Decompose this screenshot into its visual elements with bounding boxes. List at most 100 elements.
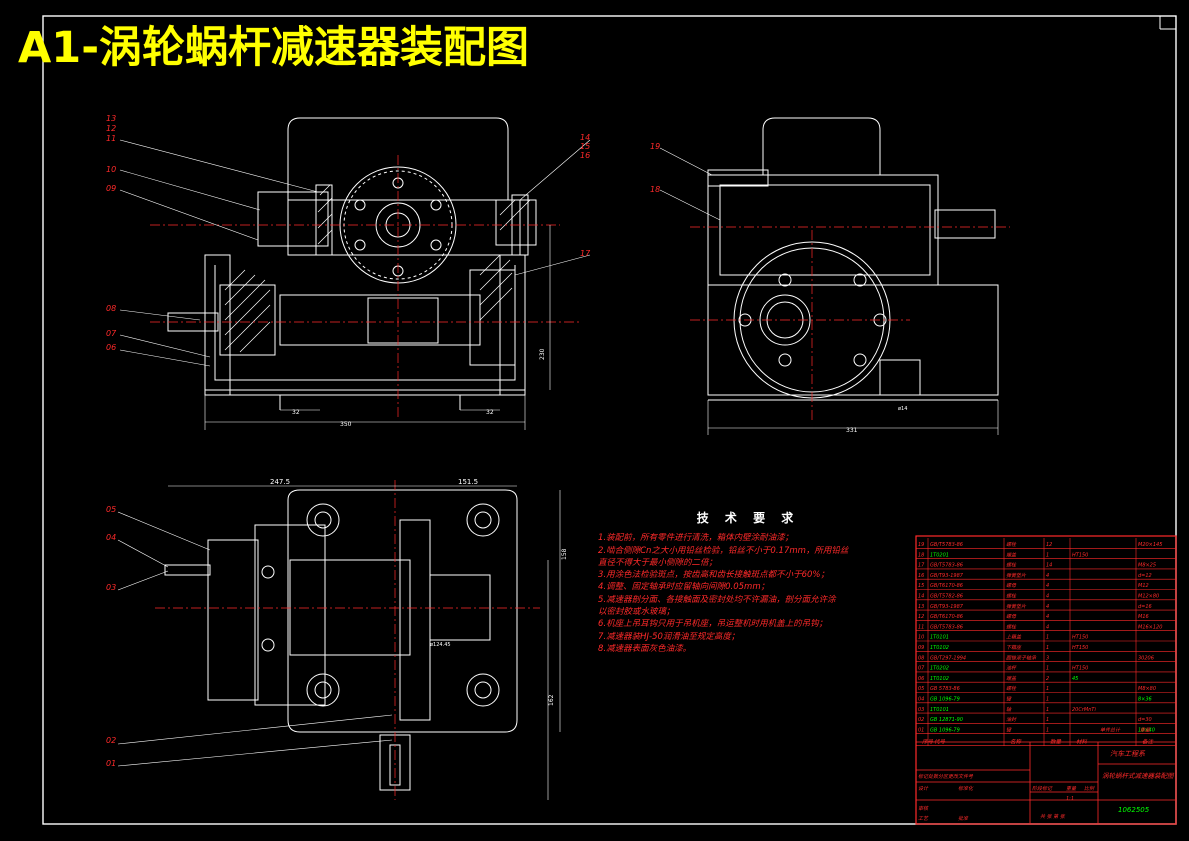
drawing-frame — [42, 15, 1177, 825]
bom-cell: 螺栓 — [1006, 685, 1017, 692]
bom-cell: GB/T6170-86 — [930, 614, 963, 620]
bom-cell: 轴 — [1006, 706, 1012, 713]
balloon-09: 09 — [106, 184, 116, 193]
bom-cell: M16×120 — [1138, 624, 1162, 630]
tech-req-item: 7.减速器装HJ-50润滑油至规定高度； — [598, 631, 740, 642]
label-craft: 工艺 — [918, 815, 929, 822]
dim-top-right: 151.5 — [458, 478, 478, 486]
balloon-06: 06 — [106, 343, 116, 352]
balloon-01: 01 — [106, 759, 116, 768]
bom-cell: HT150 — [1072, 552, 1088, 558]
bom-cell: 下箱座 — [1006, 644, 1022, 651]
bom-cell: d=16 — [1138, 604, 1152, 610]
bom-cell: M20×145 — [1138, 542, 1162, 548]
bom-cell: 14 — [918, 594, 924, 600]
tech-req-item: 8.减速器表面灰色油漆。 — [598, 643, 692, 654]
bom-cell: 螺栓 — [1006, 623, 1017, 630]
balloon-03: 03 — [106, 583, 116, 592]
bom-cell: 3 — [1046, 655, 1049, 661]
bom-cell: 1 — [1046, 635, 1049, 641]
bom-cell: 端盖 — [1006, 675, 1017, 682]
bom-cell: 1T0202 — [930, 666, 949, 672]
bom-cell: 1T0101 — [930, 635, 949, 641]
balloon-08: 08 — [106, 304, 116, 313]
top-dimensions — [168, 485, 561, 800]
bom-cell: GB/T6170-86 — [930, 583, 963, 589]
bom-cell: d=30 — [1138, 717, 1152, 723]
bom-cell: 螺栓 — [1006, 541, 1017, 548]
bom-cell: 螺栓 — [1006, 593, 1017, 600]
bom-cell: 油封 — [1006, 716, 1017, 723]
bom-cell: 19 — [918, 542, 924, 548]
bom-cell: 01 — [918, 727, 924, 733]
sheet-count: 共 张 第 张 — [1040, 813, 1066, 820]
bom-cell: 02 — [918, 717, 924, 723]
bom-cell: 15 — [918, 583, 924, 589]
title-block — [916, 741, 1176, 824]
dim-front-height: 230 — [539, 348, 546, 360]
balloon-05: 05 — [106, 505, 116, 514]
balloon-16: 16 — [580, 151, 590, 160]
bom-cell: 1 — [1046, 717, 1049, 723]
front-center-lines — [150, 155, 580, 420]
bom-cell: HT150 — [1072, 666, 1088, 672]
bom-cell: 4 — [1046, 573, 1049, 579]
bom-cell: M12×80 — [1138, 594, 1159, 600]
bom-cell: HT150 — [1072, 645, 1088, 651]
tech-req-heading: 技 术 要 求 — [696, 511, 800, 525]
balloon-12: 12 — [106, 124, 116, 133]
drawing-number: 1062505 — [1118, 806, 1150, 814]
bom-cell: 1 — [1046, 552, 1049, 558]
bom-cell: 1T0102 — [930, 676, 949, 682]
tech-req-item: 1.装配前，所有零件进行清洗，箱体内壁涂耐油漆； — [598, 533, 794, 544]
label-revision: 标记处数分区更改文件号 — [918, 773, 974, 780]
bom-cell: 11 — [918, 624, 924, 630]
drawing-title: A1-涡轮蜗杆减速器装配图 — [18, 23, 529, 73]
bom-cell: 07 — [918, 666, 925, 672]
balloon-18: 18 — [650, 185, 660, 194]
bom-header-cell: 单件总计 — [1100, 727, 1121, 734]
dim-top-left: 247.5 — [270, 478, 290, 486]
bom-cell: 03 — [918, 707, 924, 713]
front-dimensions — [204, 225, 551, 430]
bom-cell: 1 — [1046, 686, 1049, 692]
bom-cell: 45 — [1072, 676, 1078, 682]
dim-top-height2: 162 — [548, 694, 555, 706]
bom-cell: 04 — [918, 697, 924, 703]
tech-req-item: 以密封胶或水玻璃； — [598, 607, 675, 618]
balloon-02: 02 — [106, 736, 116, 745]
bom-cell: 弹簧垫片 — [1006, 603, 1027, 610]
bom-cell: 螺栓 — [1006, 562, 1017, 569]
bom-cell: GB/T93-1987 — [930, 573, 964, 579]
top-view — [164, 489, 518, 791]
label-scale: 比例 — [1084, 785, 1095, 792]
tech-req-item: 5.减速器剖分面、各接触面及密封处均不许漏油，剖分面允许涂 — [598, 594, 836, 605]
bom-cell: 端盖 — [1006, 551, 1017, 558]
bom-cell: 2 — [1046, 676, 1049, 682]
bom-cell: 4 — [1046, 583, 1049, 589]
label-weight: 重量 — [1066, 785, 1077, 792]
bom-cell: 1T0101 — [930, 707, 949, 713]
bom-cell: 1 — [1046, 666, 1049, 672]
bom-cell: HT150 — [1072, 635, 1088, 641]
bom-cell: 12 — [1046, 542, 1052, 548]
balloon-15: 15 — [580, 142, 590, 151]
bom-cell: 20CrMnTi — [1072, 707, 1096, 713]
drawing-name: 涡轮蜗杆式减速器装配图 — [1102, 772, 1175, 780]
balloon-07: 07 — [106, 329, 117, 338]
balloon-19: 19 — [650, 142, 660, 151]
dim-top-height: 158 — [561, 548, 568, 560]
bom-cell: M8×25 — [1138, 563, 1156, 569]
title-block-text: 汽车工程系 涡轮蜗杆式减速器装配图 1062505 标记处数分区更改文件号 设计… — [918, 750, 1175, 822]
bom-cell: GB 12871-90 — [930, 717, 963, 723]
bom-cell: 1T0201 — [930, 552, 949, 558]
bom-cell: 18 — [918, 552, 924, 558]
dim-front-bolt-right: 32 — [486, 409, 494, 416]
scale-value: 1:1 — [1066, 796, 1074, 802]
balloon-14: 14 — [580, 133, 590, 142]
bom-cell: 05 — [918, 686, 924, 692]
bom-cell: 1T0102 — [930, 645, 949, 651]
label-standard: 标准化 — [958, 785, 974, 792]
